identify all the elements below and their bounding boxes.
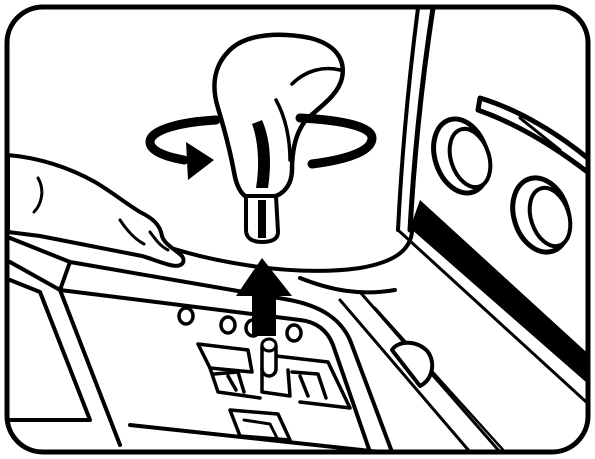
vent-slat [478, 98, 595, 178]
console-dial [392, 343, 432, 386]
gear-knob-icon [214, 35, 342, 242]
